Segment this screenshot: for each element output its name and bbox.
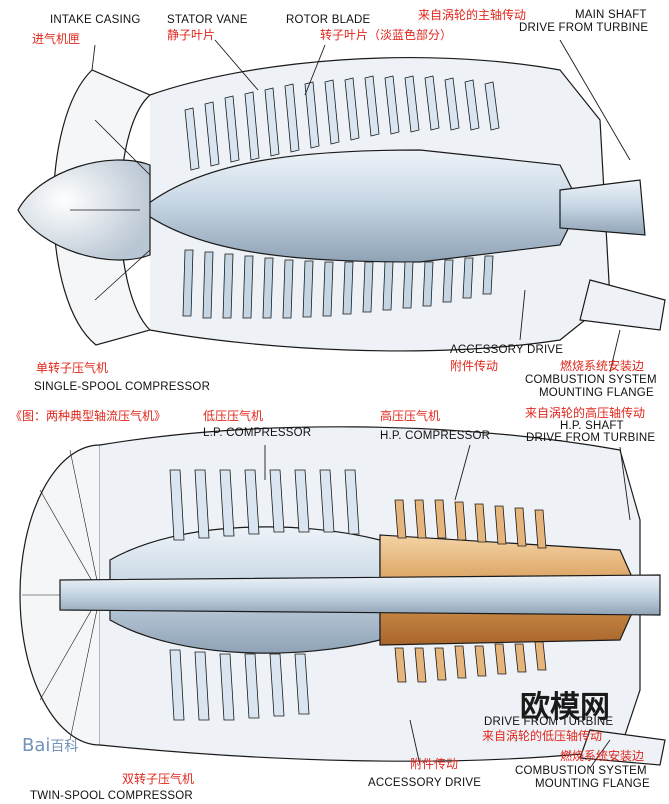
rotor-blade-label-zh: 转子叶片（淡蓝色部分）: [320, 28, 453, 42]
hp-shaft-label-zh: 来自涡轮的高压轴传动: [525, 406, 646, 420]
intake-casing-label: INTAKE CASING: [50, 14, 141, 26]
flange-top-mounting-label: MOUNTING FLANGE: [539, 387, 654, 399]
accessory-drive-bottom-label: ACCESSORY DRIVE: [368, 777, 482, 789]
figure-caption: 《图：两种典型轴流压气机》: [10, 409, 167, 423]
flange-top-label: COMBUSTION SYSTEM: [525, 374, 657, 386]
baidu-watermark: Bai百科: [22, 735, 78, 756]
baidu-watermark-du: 百科: [50, 739, 79, 755]
intake-casing-label-zh: 进气机匣: [32, 32, 81, 46]
drive-overlap-label-zh: 来自涡轮的低压轴传动: [482, 729, 603, 743]
flange-bottom-label: COMBUSTION SYSTEM: [515, 765, 647, 777]
main-shaft-label-zh: 来自涡轮的主轴传动: [418, 8, 527, 22]
flange-top-label-zh: 燃烧系统安装边: [560, 359, 645, 373]
ouzhuang-watermark: 欧模网: [520, 690, 610, 725]
main-shaft-drive-label: DRIVE FROM TURBINE: [519, 22, 649, 34]
flange-bottom-label-zh: 燃烧系统安装边: [560, 749, 645, 763]
stator-vane-label-zh: 静子叶片: [167, 28, 216, 42]
leader-lines-bottom: [264, 444, 631, 769]
lp-compressor-label-zh: 低压压气机: [203, 409, 264, 423]
rotor-blade-label: ROTOR BLADE: [286, 14, 371, 26]
leader-lines-top: [91, 39, 631, 373]
single-spool-label-zh: 单转子压气机: [36, 361, 109, 375]
drive-overlap-label: DRIVE FROM TURBINE: [484, 716, 614, 728]
twin-spool-label: TWIN-SPOOL COMPRESSOR: [30, 790, 193, 802]
single-spool-label: SINGLE-SPOOL COMPRESSOR: [34, 381, 211, 393]
accessory-drive-top-label-zh: 附件传动: [450, 359, 499, 373]
accessory-drive-bottom-label-zh: 附件传动: [410, 757, 459, 771]
hp-shaft-drive-label: DRIVE FROM TURBINE: [526, 432, 656, 444]
baidu-watermark-text: Bai: [22, 735, 51, 756]
twin-spool-label-zh: 双转子压气机: [122, 772, 195, 786]
lp-compressor-label: L.P. COMPRESSOR: [203, 427, 312, 439]
single-spool-compressor-drawing: [17, 56, 666, 352]
hp-compressor-label: H.P. COMPRESSOR: [380, 430, 491, 442]
stator-vane-label: STATOR VANE: [167, 14, 248, 26]
hp-shaft-label: H.P. SHAFT: [560, 420, 624, 432]
twin-spool-compressor-drawing: [19, 426, 666, 766]
flange-bottom-mounting-label: MOUNTING FLANGE: [535, 778, 650, 790]
main-shaft-label: MAIN SHAFT: [575, 9, 647, 21]
hp-compressor-label-zh: 高压压气机: [380, 409, 441, 423]
accessory-drive-top-label: ACCESSORY DRIVE: [450, 344, 564, 356]
